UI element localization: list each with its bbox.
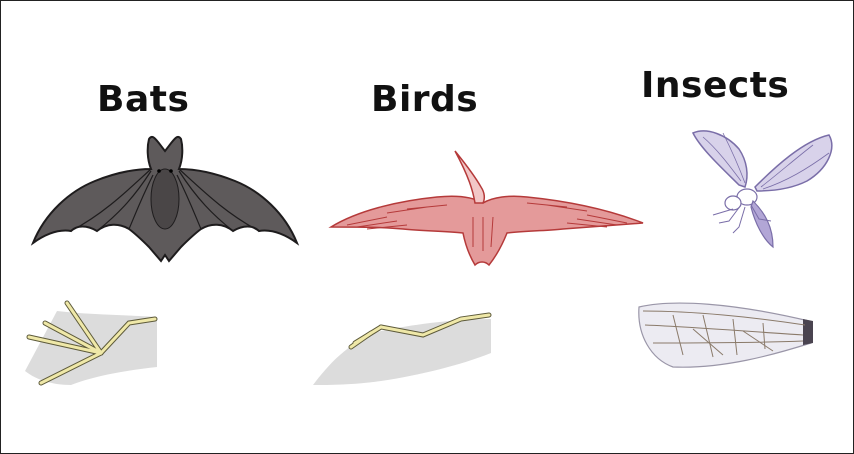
heading-bats: Bats xyxy=(97,79,189,120)
heading-insects: Insects xyxy=(641,65,789,106)
insect-wing-icon xyxy=(633,295,817,377)
insect-wasp-icon xyxy=(683,123,839,253)
bat-wing-bones-icon xyxy=(21,297,161,391)
bird-pelican-icon xyxy=(327,147,647,269)
bat-silhouette-icon xyxy=(25,129,305,269)
heading-birds: Birds xyxy=(371,79,478,120)
bird-wing-bones-icon xyxy=(311,305,497,389)
